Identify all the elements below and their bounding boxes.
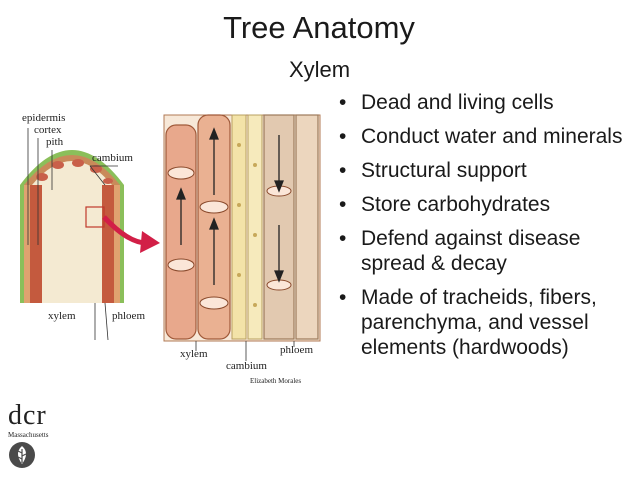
slide-subtitle: Xylem (289, 57, 351, 82)
bullet-list: Dead and living cells Conduct water and … (333, 90, 633, 369)
bullet-item: Made of tracheids, fibers, parenchyma, a… (333, 285, 633, 360)
label-phloem-bottom: phloem (280, 344, 313, 356)
label-phloem-left: phloem (112, 310, 145, 322)
label-xylem-bottom: xylem (180, 348, 208, 360)
dcr-logo: dcr Massachusetts (8, 402, 78, 476)
logo-text: dcr (8, 400, 47, 431)
bullet-item: Dead and living cells (333, 90, 633, 115)
stem-section (20, 150, 124, 303)
bullet-item: Defend against disease spread & decay (333, 226, 633, 276)
leaf-icon (9, 442, 35, 468)
label-xylem-left: xylem (48, 310, 76, 322)
slide-title: Tree Anatomy (223, 10, 415, 45)
label-cortex: cortex (34, 124, 62, 136)
label-pith: pith (46, 136, 64, 148)
label-cambium: cambium (92, 152, 133, 164)
bullet-item: Conduct water and minerals (333, 124, 633, 149)
xylem-diagram: epidermis cortex pith cambium xylem phlo… (20, 112, 321, 385)
tissue-closeup (163, 114, 321, 342)
figure-credit: Elizabeth Morales (250, 377, 301, 385)
label-cambium-bottom: cambium (226, 360, 267, 372)
bullet-item: Store carbohydrates (333, 192, 633, 217)
pointer-arrowhead (140, 231, 160, 253)
logo-subtext: Massachusetts (8, 431, 49, 439)
label-epidermis: epidermis (22, 112, 65, 124)
bullet-item: Structural support (333, 158, 633, 183)
